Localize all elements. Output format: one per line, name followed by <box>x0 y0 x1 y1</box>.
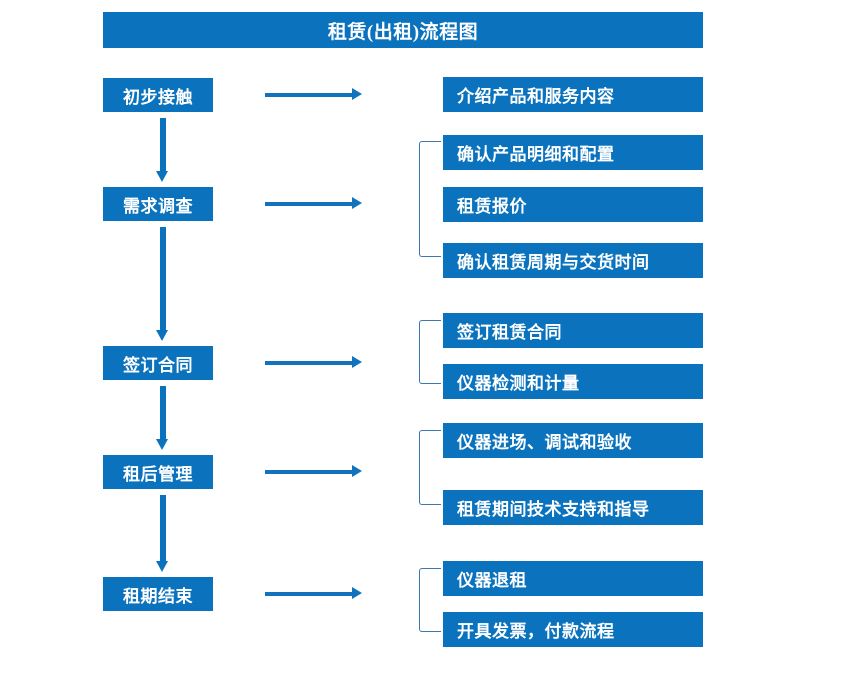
group-bracket-stage-5 <box>419 568 441 632</box>
down-arrow-1-to-2 <box>156 118 169 182</box>
right-arrow-head-icon <box>352 356 362 368</box>
right-arrow-head-icon <box>352 88 362 100</box>
detail-label: 开具发票，付款流程 <box>457 622 615 641</box>
right-arrow-stage-5 <box>265 587 362 600</box>
detail-box-2-2[interactable]: 租赁报价 <box>443 187 703 222</box>
detail-label: 仪器退租 <box>457 571 527 590</box>
right-arrow-shaft <box>265 591 353 596</box>
detail-box-1-1[interactable]: 介绍产品和服务内容 <box>443 77 703 112</box>
detail-box-5-1[interactable]: 仪器退租 <box>443 561 703 596</box>
down-arrow-shaft <box>160 386 166 439</box>
stage-box-4[interactable]: 租后管理 <box>103 455 213 489</box>
down-arrow-shaft <box>160 495 166 561</box>
down-arrow-4-to-5 <box>156 495 169 572</box>
right-arrow-head-icon <box>352 587 362 599</box>
detail-label: 仪器进场、调试和验收 <box>457 433 632 452</box>
detail-label: 确认产品明细和配置 <box>457 145 615 164</box>
down-arrow-head-icon <box>156 330 168 341</box>
detail-box-3-1[interactable]: 签订租赁合同 <box>443 313 703 348</box>
stage-label-3: 签订合同 <box>123 355 193 375</box>
stage-box-2[interactable]: 需求调查 <box>103 187 213 221</box>
down-arrow-3-to-4 <box>156 386 169 450</box>
down-arrow-2-to-3 <box>156 227 169 341</box>
detail-box-4-2[interactable]: 租赁期间技术支持和指导 <box>443 490 703 525</box>
flowchart-title-text: 租赁(出租)流程图 <box>327 21 479 43</box>
detail-label: 确认租赁周期与交货时间 <box>457 253 650 272</box>
group-bracket-stage-4 <box>419 430 441 505</box>
right-arrow-head-icon <box>352 465 362 477</box>
down-arrow-head-icon <box>156 171 168 182</box>
right-arrow-stage-1 <box>265 88 362 101</box>
right-arrow-stage-2 <box>265 197 362 210</box>
down-arrow-shaft <box>160 227 166 330</box>
stage-box-5[interactable]: 租期结束 <box>103 577 213 611</box>
down-arrow-head-icon <box>156 561 168 572</box>
group-bracket-stage-3 <box>419 320 441 384</box>
stage-box-1[interactable]: 初步接触 <box>103 78 213 112</box>
stage-label-5: 租期结束 <box>123 586 193 606</box>
detail-label: 介绍产品和服务内容 <box>457 87 615 106</box>
detail-box-4-1[interactable]: 仪器进场、调试和验收 <box>443 423 703 458</box>
stage-label-2: 需求调查 <box>123 196 193 216</box>
stage-label-1: 初步接触 <box>123 87 193 107</box>
right-arrow-shaft <box>265 92 353 97</box>
detail-label: 仪器检测和计量 <box>457 374 580 393</box>
group-bracket-stage-2 <box>419 141 441 257</box>
detail-box-2-1[interactable]: 确认产品明细和配置 <box>443 135 703 170</box>
detail-label: 租赁期间技术支持和指导 <box>457 500 650 519</box>
down-arrow-shaft <box>160 118 166 171</box>
detail-box-3-2[interactable]: 仪器检测和计量 <box>443 364 703 399</box>
detail-box-2-3[interactable]: 确认租赁周期与交货时间 <box>443 243 703 278</box>
right-arrow-shaft <box>265 360 353 365</box>
right-arrow-shaft <box>265 201 353 206</box>
down-arrow-head-icon <box>156 439 168 450</box>
stage-label-4: 租后管理 <box>123 464 193 484</box>
detail-label: 租赁报价 <box>457 197 527 216</box>
detail-label: 签订租赁合同 <box>457 323 562 342</box>
flowchart-title-bar: 租赁(出租)流程图 <box>103 12 703 48</box>
right-arrow-stage-3 <box>265 356 362 369</box>
right-arrow-head-icon <box>352 197 362 209</box>
right-arrow-shaft <box>265 469 353 474</box>
right-arrow-stage-4 <box>265 465 362 478</box>
stage-box-3[interactable]: 签订合同 <box>103 346 213 380</box>
detail-box-5-2[interactable]: 开具发票，付款流程 <box>443 612 703 647</box>
